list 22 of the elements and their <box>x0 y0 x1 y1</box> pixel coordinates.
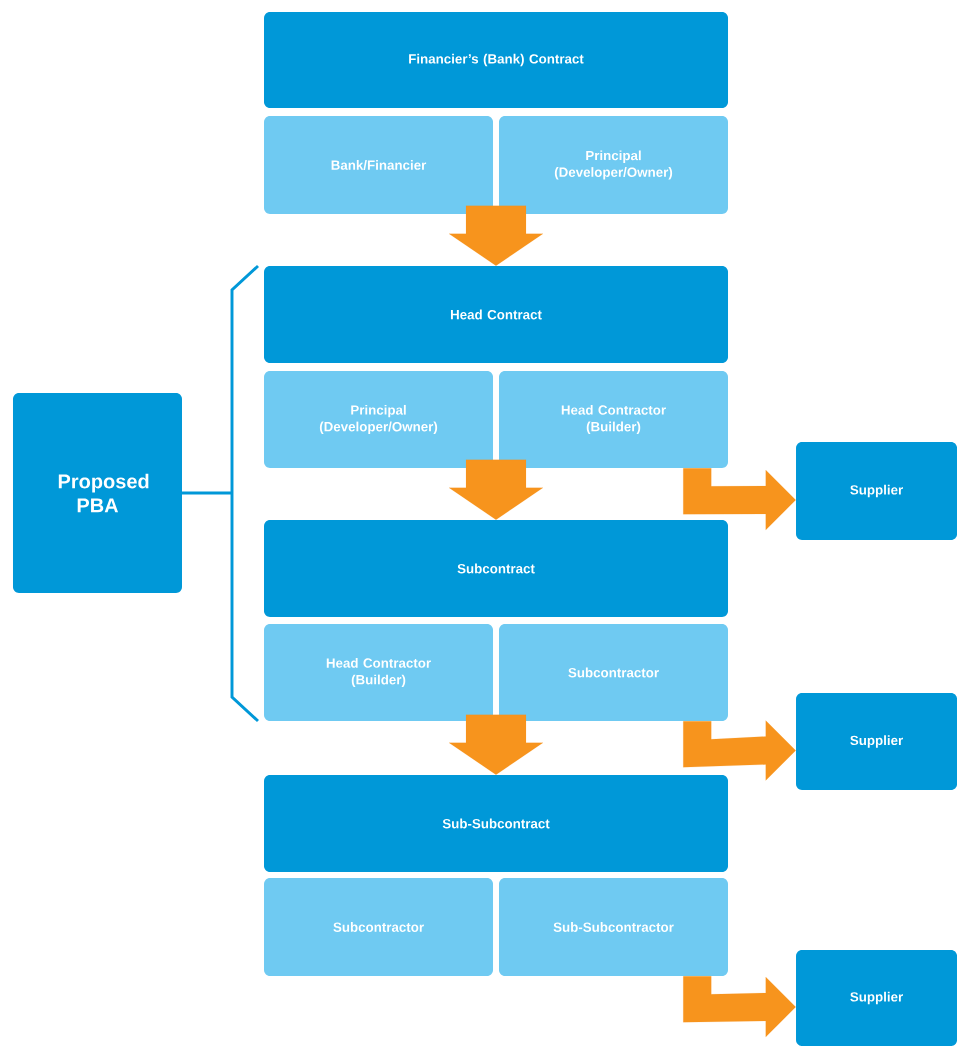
contract-box: Subcontract <box>264 520 728 617</box>
arrow <box>448 205 544 266</box>
party-box: Subcontractor <box>264 878 493 976</box>
party-box: Principal (Developer/Owner) <box>499 116 728 214</box>
party-box: Principal (Developer/Owner) <box>264 371 493 468</box>
arrow <box>683 468 796 531</box>
arrow <box>448 459 544 520</box>
contract-box: Sub-Subcontract <box>264 775 728 872</box>
party-box: Head Contractor (Builder) <box>264 624 493 721</box>
supplier-box: Supplier <box>796 693 957 790</box>
contract-box: Financier’s (Bank) Contract <box>264 12 728 108</box>
supplier-box: Supplier <box>796 442 957 540</box>
contract-box: Head Contract <box>264 266 728 363</box>
arrow <box>683 720 796 781</box>
supplier-box: Supplier <box>796 950 957 1046</box>
arrow <box>683 976 796 1038</box>
arrow <box>448 714 544 775</box>
party-box: Head Contractor (Builder) <box>499 371 728 468</box>
party-box: Subcontractor <box>499 624 728 721</box>
party-box: Sub-Subcontractor <box>499 878 728 976</box>
party-box: Bank/Financier <box>264 116 493 214</box>
group-box: Proposed PBA <box>13 393 182 593</box>
